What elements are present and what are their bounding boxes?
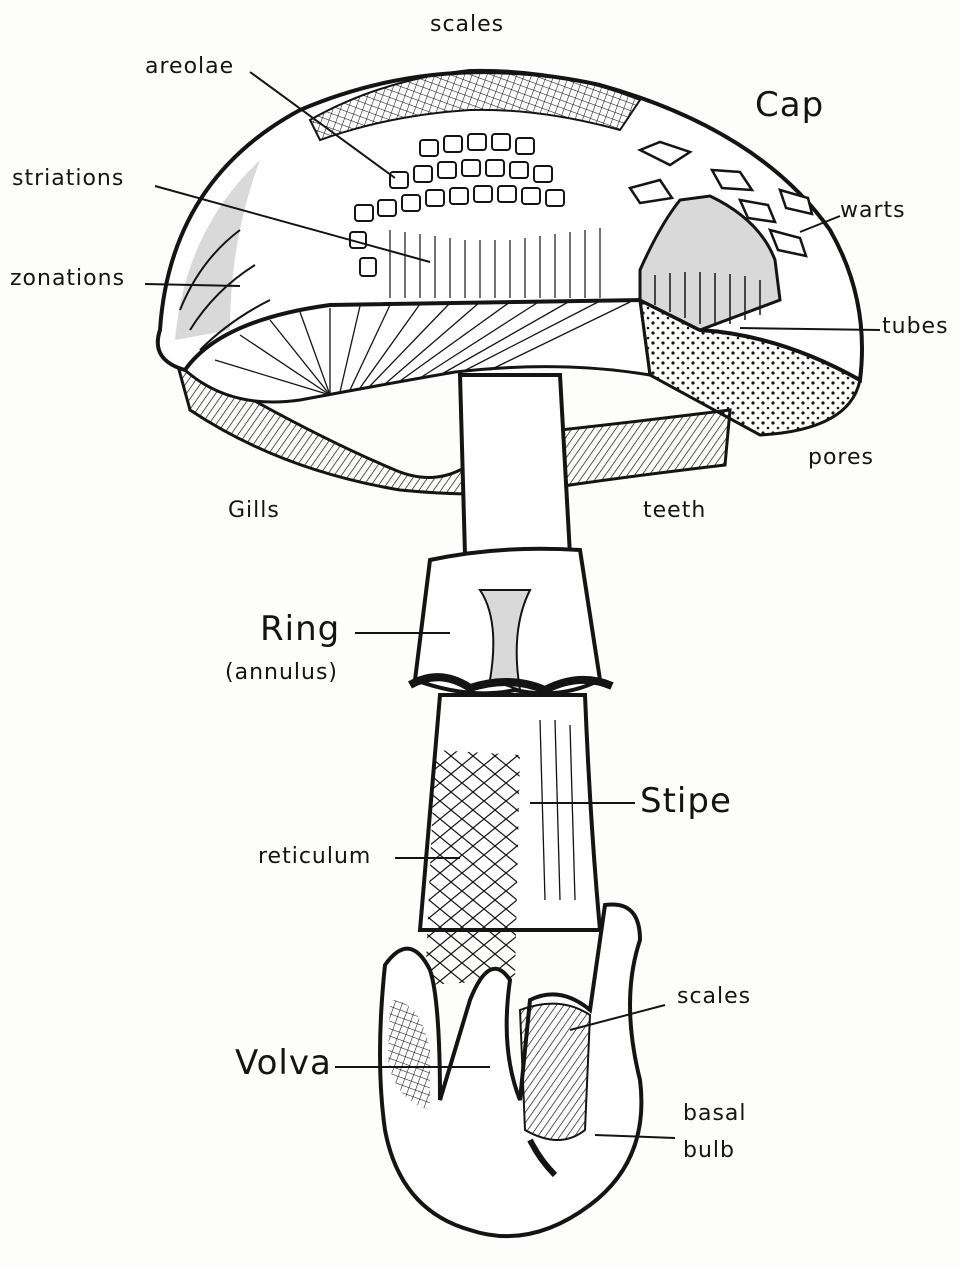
label-volva: Volva: [235, 1046, 332, 1080]
label-stipe: Stipe: [640, 784, 732, 818]
reticulum-pattern: [425, 750, 520, 985]
label-basal: basal: [683, 1103, 747, 1125]
bulb-scales: [520, 1004, 590, 1140]
label-tubes: tubes: [882, 316, 949, 338]
label-scales-bottom: scales: [677, 986, 751, 1008]
label-scales-top: scales: [430, 14, 504, 36]
label-teeth: teeth: [643, 500, 706, 522]
label-pores: pores: [808, 447, 874, 469]
label-gills: Gills: [228, 500, 280, 522]
label-bulb: bulb: [683, 1140, 735, 1162]
label-ring: Ring: [260, 612, 340, 646]
label-reticulum: reticulum: [258, 846, 371, 868]
label-zonations: zonations: [10, 268, 125, 290]
label-striations: striations: [12, 168, 124, 190]
label-warts: warts: [840, 200, 906, 222]
stipe-upper: [460, 375, 570, 555]
label-annulus: (annulus): [225, 662, 338, 684]
label-areolae: areolae: [145, 56, 234, 78]
label-cap: Cap: [755, 88, 824, 122]
